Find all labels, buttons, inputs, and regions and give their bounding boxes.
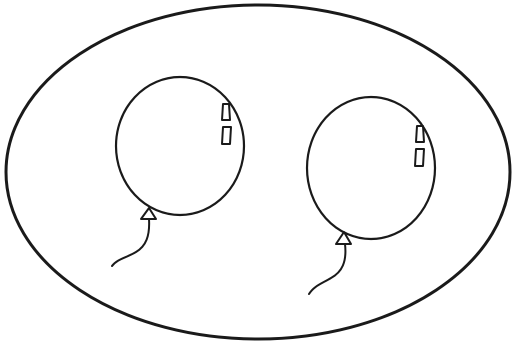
balloon-left-string — [112, 219, 149, 266]
balloon-right-string — [309, 244, 345, 294]
balloon-left — [112, 77, 244, 266]
balloon-right — [307, 97, 435, 294]
balloon-right-highlight-small — [415, 149, 424, 166]
balloon-left-highlight-small — [222, 127, 231, 144]
balloon-left-highlight — [222, 104, 230, 120]
balloon-left-body — [116, 77, 244, 215]
balloon-right-body — [307, 97, 435, 239]
balloon-right-highlight — [416, 126, 424, 142]
